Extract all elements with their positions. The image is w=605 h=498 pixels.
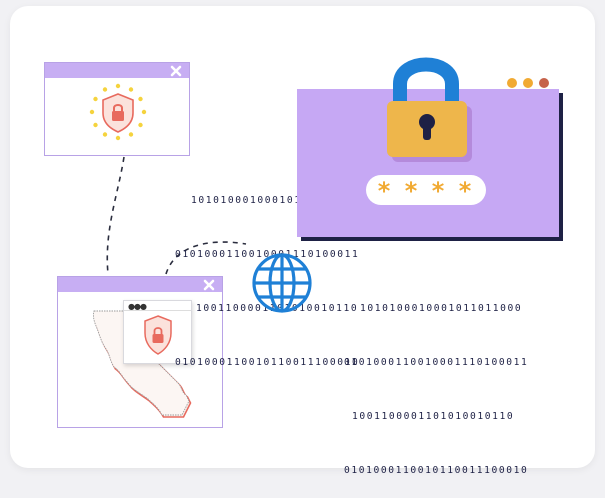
california-privacy-window: [57, 276, 223, 428]
password-field[interactable]: * * * *: [366, 175, 486, 205]
binary-line: 0101000110010001110100011: [344, 357, 529, 368]
connector-map-to-globe: [165, 241, 247, 275]
padlock-icon: [387, 57, 472, 162]
mini-divider: [124, 310, 191, 311]
globe-icon: [252, 253, 312, 313]
shield-lock-icon: [144, 315, 172, 355]
eu-privacy-window: [44, 62, 190, 156]
password-mask-char: *: [404, 177, 418, 205]
binary-line: 1010100010001011011000: [360, 303, 523, 314]
password-mask-char: *: [377, 177, 391, 205]
binary-line: 0101000110010001110100011: [175, 249, 360, 260]
password-mask-char: *: [458, 177, 472, 205]
window-title-bar: [45, 63, 189, 78]
mini-window-dots: ●●●: [128, 302, 147, 311]
window-control-dots: [507, 78, 553, 90]
eu-stars-shield-icon: [89, 83, 147, 141]
eu-star-ring: [89, 83, 147, 141]
close-icon[interactable]: [202, 278, 216, 292]
dot-icon: [539, 78, 549, 88]
dashed-connectors: [106, 156, 247, 275]
window-title-bar: [58, 277, 222, 292]
password-mask-char: *: [431, 177, 445, 205]
binary-line: 0101000110010110011100010: [175, 357, 360, 368]
binary-line: 1010100010001011011000: [191, 195, 354, 206]
close-icon[interactable]: [169, 64, 183, 78]
binary-line: 1001100001101010010110: [352, 411, 515, 422]
mini-browser-card: ●●●: [123, 300, 192, 364]
binary-stream-right: 1010100010001011011000 01010001100100011…: [344, 264, 528, 498]
binary-line: 0101000110010110011100010: [344, 465, 529, 476]
dot-icon: [523, 78, 533, 88]
dot-icon: [507, 78, 517, 88]
connector-eu-to-map: [106, 156, 125, 275]
